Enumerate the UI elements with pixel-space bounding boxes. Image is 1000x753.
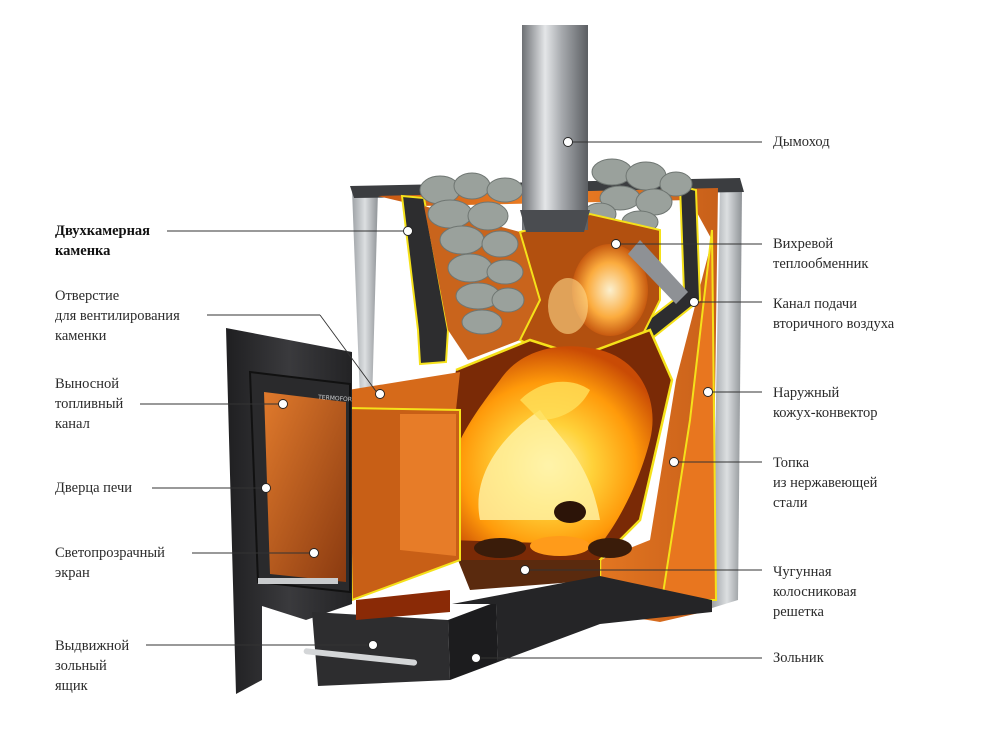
label-door: Дверца печи	[55, 480, 133, 496]
label-chimney: Дымоход	[773, 134, 830, 150]
ash-drawer	[312, 612, 450, 686]
label-ventilation-hole: Отверстие для вентилирования каменки	[55, 288, 180, 344]
vortex-swirl	[572, 244, 648, 336]
casing-left-wall	[352, 190, 378, 404]
label-fuel-channel: Выносной топливный канал	[55, 376, 124, 432]
fuel-channel-top	[348, 372, 460, 410]
air-channel-pipe	[628, 240, 688, 304]
drawer-handle	[303, 648, 418, 666]
label-ash-pit: Зольник	[773, 650, 824, 666]
heater-stones	[419, 158, 693, 335]
fuel-channel-inner	[400, 414, 456, 556]
chimney-pipe	[522, 25, 588, 230]
ash-pit	[452, 576, 712, 662]
label-kamenka: Двухкамерная каменка	[55, 223, 151, 259]
burning-logs	[474, 501, 632, 558]
label-secondary-air: Канал подачи вторичного воздуха	[773, 296, 895, 332]
label-heat-exchanger: Вихревой теплообменник	[773, 236, 869, 272]
door-handle-bar	[258, 578, 338, 584]
grate	[458, 560, 600, 590]
brand-logo: TERMOFOR	[317, 394, 352, 403]
glass-screen	[264, 392, 346, 582]
label-ash-drawer: Выдвижной зольный ящик	[55, 638, 130, 694]
casing-right-wall	[712, 188, 742, 608]
label-glass-screen: Светопрозрачный экран	[55, 545, 165, 581]
label-grate: Чугунная колосниковая решетка	[773, 564, 857, 620]
label-casing: Наружный кожух-конвектор	[773, 385, 878, 421]
leader-lines	[140, 137, 762, 663]
label-firebox: Топка из нержавеющей стали	[773, 455, 878, 511]
